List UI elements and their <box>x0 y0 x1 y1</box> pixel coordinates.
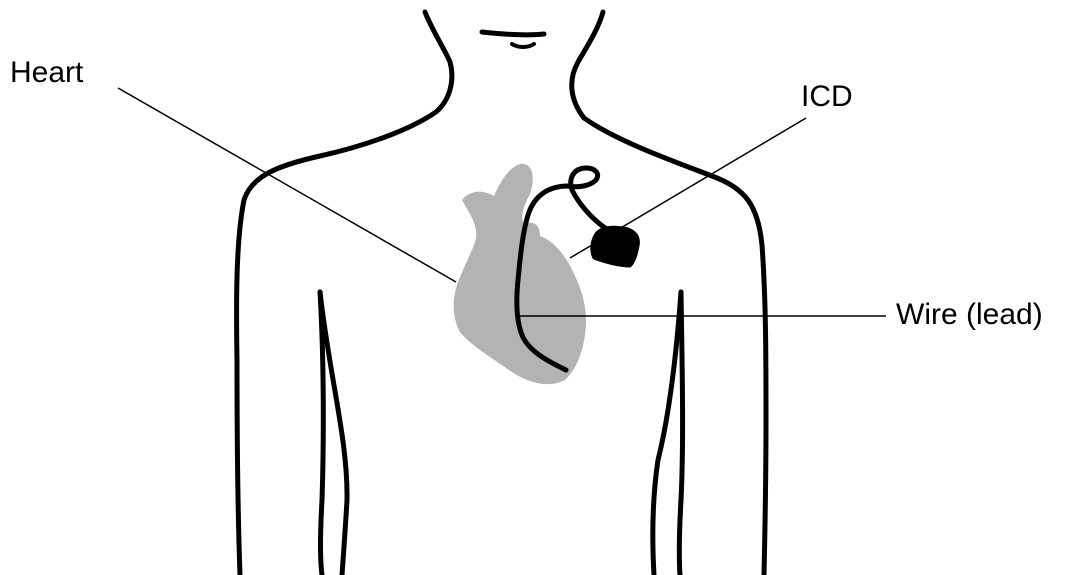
left-arm-inner-line <box>320 292 323 575</box>
icd-label: ICD <box>801 82 853 112</box>
wire-lead-label: Wire (lead) <box>896 300 1043 330</box>
chin-curve <box>512 44 534 47</box>
icd-leader-line <box>570 118 806 258</box>
heart-leader-line <box>118 88 456 282</box>
heart-label: Heart <box>10 58 83 88</box>
body-right-outline <box>572 12 766 575</box>
body-left-outline <box>237 12 452 575</box>
icd-device <box>592 227 639 266</box>
right-arm-inner-line <box>653 292 681 575</box>
chin-line <box>482 32 544 35</box>
right-arm-inner-line-2 <box>679 292 682 575</box>
